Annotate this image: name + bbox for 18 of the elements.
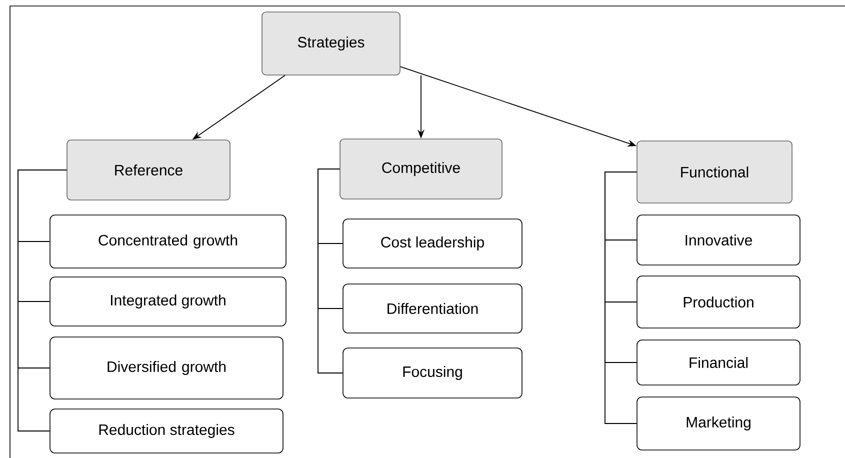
- strategy-box: Focusing: [342, 348, 522, 398]
- category-box: Reference: [66, 140, 230, 200]
- strategy-box: Cost leadership: [342, 218, 522, 268]
- category-box: Competitive: [340, 138, 502, 200]
- strategy-box: Differentiation: [342, 284, 522, 334]
- strategy-box: Marketing: [636, 396, 800, 450]
- strategy-box: Diversified growth: [50, 336, 284, 400]
- tree-line: [604, 172, 638, 424]
- strategy-box: Innovative: [636, 214, 800, 266]
- tree-line: [318, 168, 344, 374]
- strategy-box: Integrated growth: [50, 276, 286, 326]
- strategy-box: Production: [636, 276, 800, 328]
- tree-line: [18, 170, 68, 432]
- strategy-box: Financial: [636, 340, 800, 386]
- strategy-box: Reduction strategies: [50, 408, 284, 454]
- category-box: Strategies: [262, 12, 400, 76]
- strategy-box: Concentrated growth: [50, 214, 286, 268]
- category-box: Functional: [636, 140, 792, 204]
